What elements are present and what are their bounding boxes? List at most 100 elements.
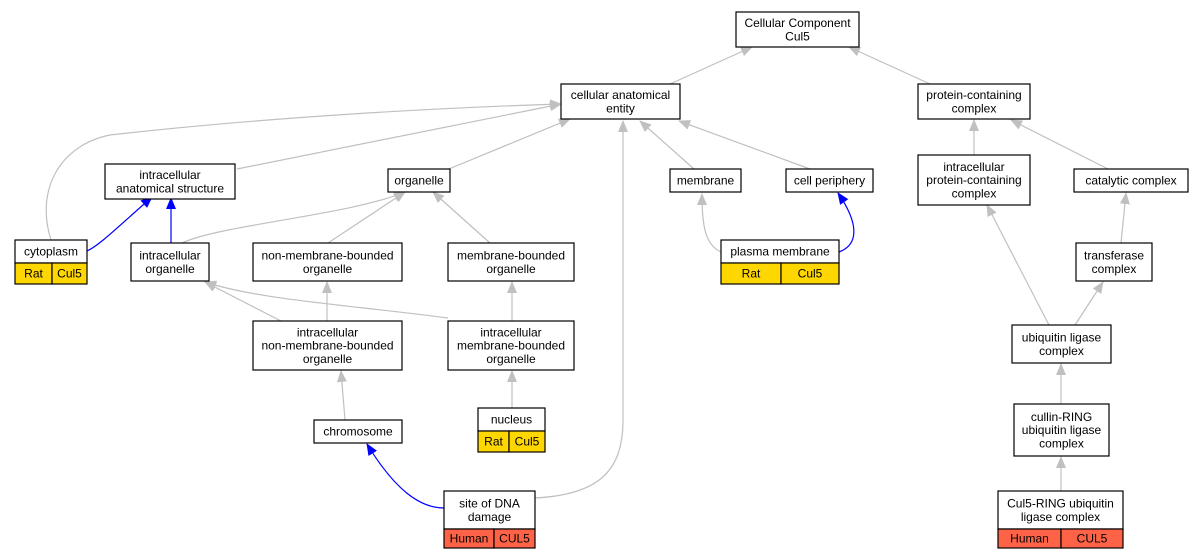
node-label-line: organelle xyxy=(303,352,353,366)
go-term-intracellular-non-membrane-bounded-organelle[interactable]: intracellularnon-membrane-boundedorganel… xyxy=(252,320,403,371)
node-box xyxy=(130,242,210,282)
node-label-line: organelle xyxy=(486,352,536,366)
edge-cytoplasm-to-ias xyxy=(86,196,153,252)
gene-label: Cul5 xyxy=(798,267,823,281)
edge-organelle-to-entity xyxy=(443,118,571,172)
node-label-line: catalytic complex xyxy=(1085,174,1176,188)
node-label-line: cell periphery xyxy=(794,174,865,188)
node-label-line: anatomical structure xyxy=(116,181,224,195)
gene-cell xyxy=(508,430,546,453)
node-box xyxy=(1073,168,1189,193)
node-label-line: nucleus xyxy=(491,413,532,427)
edge-dna-damage-to-chromosome xyxy=(366,443,445,509)
node-label-line: organelle xyxy=(394,174,444,188)
node-label-line: complex xyxy=(1039,437,1084,451)
node-label-line: complex xyxy=(1039,344,1084,358)
annotation-row: Rat Cul5 xyxy=(720,262,840,285)
node-label-line: ubiquitin ligase xyxy=(1022,331,1102,345)
edge-ulc-to-ipcc xyxy=(986,204,1050,326)
gene-label: CUL5 xyxy=(499,532,530,546)
node-label-line: ligase complex xyxy=(1021,510,1100,524)
node-box xyxy=(104,163,236,200)
node-label-line: membrane-bounded xyxy=(457,339,565,353)
node-box xyxy=(313,419,403,444)
edge-periphery-to-entity xyxy=(678,120,811,170)
species-label: Rat xyxy=(484,435,503,449)
gene-cell xyxy=(51,262,88,285)
node-box xyxy=(735,11,860,48)
node-box xyxy=(669,168,742,193)
edge-cytoplasm-to-entity xyxy=(45,99,562,241)
node-label-line: organelle xyxy=(145,262,195,276)
node-box xyxy=(447,242,575,282)
node-box xyxy=(252,320,403,371)
go-term-chromosome[interactable]: chromosome xyxy=(313,419,403,444)
species-label: Rat xyxy=(24,267,43,281)
species-label: Rat xyxy=(742,267,761,281)
node-box xyxy=(560,83,681,120)
go-term-membrane[interactable]: membrane xyxy=(669,168,742,193)
node-box xyxy=(785,168,874,193)
edge-membrane-to-entity xyxy=(639,120,695,170)
node-label-line: membrane-bounded xyxy=(457,249,565,263)
node-label-line: intracellular xyxy=(139,249,200,263)
node-label-line: protein-containing xyxy=(926,88,1021,102)
node-box xyxy=(1075,242,1153,282)
node-label-line: transferase xyxy=(1084,249,1144,263)
go-term-organelle[interactable]: organelle xyxy=(387,168,451,193)
node-label-line: membrane xyxy=(677,174,735,188)
edge-plasma-membrane-to-membrane xyxy=(697,193,722,253)
edge-complex-to-root xyxy=(848,46,931,85)
node-label-line: complex xyxy=(952,187,997,201)
go-term-cell-periphery[interactable]: cell periphery xyxy=(785,168,874,193)
edge-mbo-to-organelle xyxy=(432,191,491,244)
edge-entity-to-root xyxy=(669,46,753,85)
node-label-line: intracellular xyxy=(943,160,1004,174)
node-label-line: cytoplasm xyxy=(24,245,78,259)
edge-dna-damage-to-entity xyxy=(533,120,628,499)
node-label-line: cullin-RING xyxy=(1031,410,1092,424)
node-label-line: Cellular Component xyxy=(744,16,851,30)
edge-nmbo-to-organelle xyxy=(327,191,406,244)
node-box xyxy=(252,242,403,282)
node-label-line: ubiquitin ligase xyxy=(1022,423,1102,437)
node-label-line: damage xyxy=(468,510,512,524)
node-label-line: Cul5 xyxy=(785,29,810,43)
node-box xyxy=(1013,403,1110,457)
node-label-line: organelle xyxy=(486,262,536,276)
node-label-line: cellular anatomical xyxy=(571,88,670,102)
edge-ias-to-entity xyxy=(236,101,562,170)
gene-label: Cul5 xyxy=(57,267,82,281)
node-label-line: intracellular xyxy=(139,168,200,182)
node-box xyxy=(917,83,1031,120)
node-box xyxy=(447,320,575,371)
gene-cell xyxy=(493,528,536,549)
node-label-line: intracellular xyxy=(480,325,541,339)
go-term-catalytic-complex[interactable]: catalytic complex xyxy=(1073,168,1189,193)
edge-chromosome-to-inmbo xyxy=(336,370,347,421)
edge-layer xyxy=(45,46,1130,509)
node-label-line: chromosome xyxy=(323,425,393,439)
gene-cell xyxy=(1060,528,1124,549)
